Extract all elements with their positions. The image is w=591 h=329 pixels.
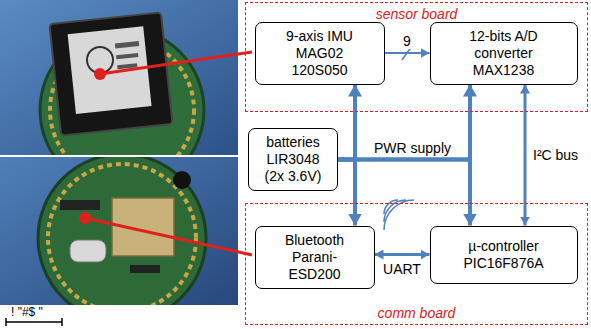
edge-label: 9 [402,33,412,49]
imu-module [49,12,172,135]
block-label: batteries LIR3048 (2x 3.6V) [256,134,330,185]
edge-label: PWR supply [373,140,452,156]
chip [130,265,160,273]
power-arrow [338,85,470,160]
power-arrow [338,160,355,226]
sticker-print [116,53,138,59]
signal-arrow [524,85,527,226]
block-label: 9-axis IMU MAG02 120S050 [274,28,366,79]
wireless-symbol [384,200,414,230]
pcb-pads [48,164,196,305]
pcb-disc [38,157,206,305]
block-label: µ-controller PIC16F876A [454,238,554,272]
leader-dot [79,212,91,224]
edge-label: I²C bus [532,147,579,163]
power-arrow [338,85,355,160]
block-label: 12-bits A/D converter MAX1238 [460,28,548,79]
connector [173,171,191,189]
block-box: Bluetooth Parani-ESD200 [255,226,375,289]
leader-line [100,52,252,74]
region-label: comm board [246,305,587,321]
sticker-print [115,41,139,48]
crystal [70,240,106,262]
block-label: Bluetooth Parani-ESD200 [275,232,355,283]
scale-label: ! "#$ " [10,306,44,319]
comm-board-photo [0,157,238,305]
leader-line [85,218,252,255]
power-arrow [338,160,470,226]
edge-label: UART [382,261,422,277]
block-box: 9-axis IMU MAG02 120S050 [255,22,385,85]
sensor-board-photo [0,0,238,155]
board-region: 9-axis IMU MAG02 120S050 12-bits A/D conv… [245,2,588,112]
imu-label-sticker [68,26,152,114]
chip [60,200,100,210]
block-box: 12-bits A/D converter MAX1238 [430,22,578,85]
block-box: µ-controller PIC16F876A [430,226,578,284]
region-label: sensor board [246,6,587,22]
leader-lines [79,52,252,255]
block-box: batteries LIR3048 (2x 3.6V) [248,128,338,191]
scale-bar [6,318,62,326]
signal-arrow [375,253,430,256]
radio-wave [384,200,414,230]
leader-dot [94,68,106,80]
